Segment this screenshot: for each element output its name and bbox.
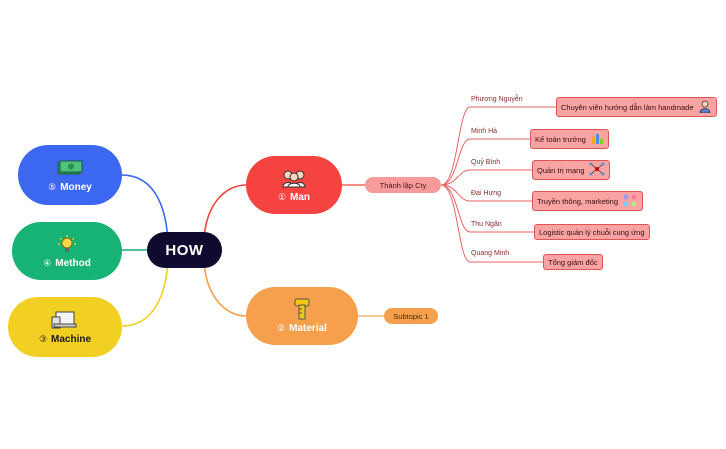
devices-icon bbox=[51, 310, 79, 330]
links-people bbox=[440, 106, 556, 263]
subtopic-thanh-lap-cty[interactable]: Thành lập Cty bbox=[365, 177, 441, 193]
people-icon bbox=[280, 168, 308, 188]
branch-material-label: Material bbox=[289, 322, 327, 334]
person-name-quy-binh[interactable]: Quý Bình bbox=[471, 159, 501, 166]
person-name-phuong-nguyen[interactable]: Phương Nguyễn bbox=[471, 96, 523, 103]
branch-material-number: ② bbox=[277, 322, 286, 333]
lightbulb-icon bbox=[57, 234, 77, 254]
role-box-ke-toan[interactable]: Kế toán trưởng bbox=[530, 129, 609, 149]
role-label: Logistic quản lý chuỗi cung ứng bbox=[539, 227, 645, 237]
role-box-quan-tri-mang[interactable]: Quản trị mạng bbox=[532, 160, 610, 180]
branch-money[interactable]: ⑤ Money bbox=[18, 145, 122, 205]
branch-man-label: Man bbox=[290, 191, 311, 203]
branch-machine-label: Machine bbox=[51, 333, 92, 345]
role-label: Quản trị mạng bbox=[537, 165, 585, 175]
subtopic-1[interactable]: Subtopic 1 bbox=[384, 308, 438, 324]
branch-money-label: Money bbox=[60, 181, 92, 193]
subtopic-1-label: Subtopic 1 bbox=[393, 311, 429, 321]
branch-man[interactable]: ① Man bbox=[246, 156, 342, 214]
central-topic[interactable]: HOW bbox=[147, 232, 222, 268]
branch-man-number: ① bbox=[277, 191, 287, 202]
person-name-dai-hung[interactable]: Đại Hưng bbox=[471, 190, 501, 197]
role-label: Truyền thông, marketing bbox=[537, 196, 619, 206]
role-box-marketing[interactable]: Truyền thông, marketing bbox=[532, 191, 644, 211]
role-label: Kế toán trưởng bbox=[535, 134, 586, 144]
branch-machine-number: ③ bbox=[38, 333, 48, 344]
subtopic-thanh-lap-cty-label: Thành lập Cty bbox=[379, 180, 427, 190]
person-name-quang-minh[interactable]: Quang Minh bbox=[471, 250, 510, 257]
tape-measure-icon bbox=[292, 298, 312, 319]
branch-method-label: Method bbox=[55, 257, 91, 269]
role-box-tong-giam-doc[interactable]: Tổng giám đốc bbox=[543, 254, 603, 270]
role-box-logistic[interactable]: Logistic quản lý chuỗi cung ứng bbox=[534, 224, 650, 240]
accountant-icon bbox=[590, 131, 604, 147]
central-topic-label: HOW bbox=[165, 241, 204, 259]
instructor-icon bbox=[698, 99, 712, 115]
role-box-handmade[interactable]: Chuyên viên hướng dẫn làm handmade bbox=[556, 97, 717, 117]
branch-machine[interactable]: ③ Machine bbox=[8, 297, 122, 357]
role-label: Chuyên viên hướng dẫn làm handmade bbox=[561, 102, 694, 112]
branch-method[interactable]: ④ Method bbox=[12, 222, 122, 280]
money-icon bbox=[57, 158, 83, 178]
role-label: Tổng giám đốc bbox=[548, 257, 598, 267]
person-name-thu-ngan[interactable]: Thu Ngân bbox=[471, 221, 502, 228]
branch-method-number: ④ bbox=[43, 257, 52, 268]
network-icon bbox=[589, 162, 605, 178]
marketing-icon bbox=[622, 193, 638, 209]
branch-money-number: ⑤ bbox=[48, 181, 57, 192]
branch-material[interactable]: ② Material bbox=[246, 287, 358, 345]
person-name-minh-ha[interactable]: Minh Hà bbox=[471, 128, 498, 135]
